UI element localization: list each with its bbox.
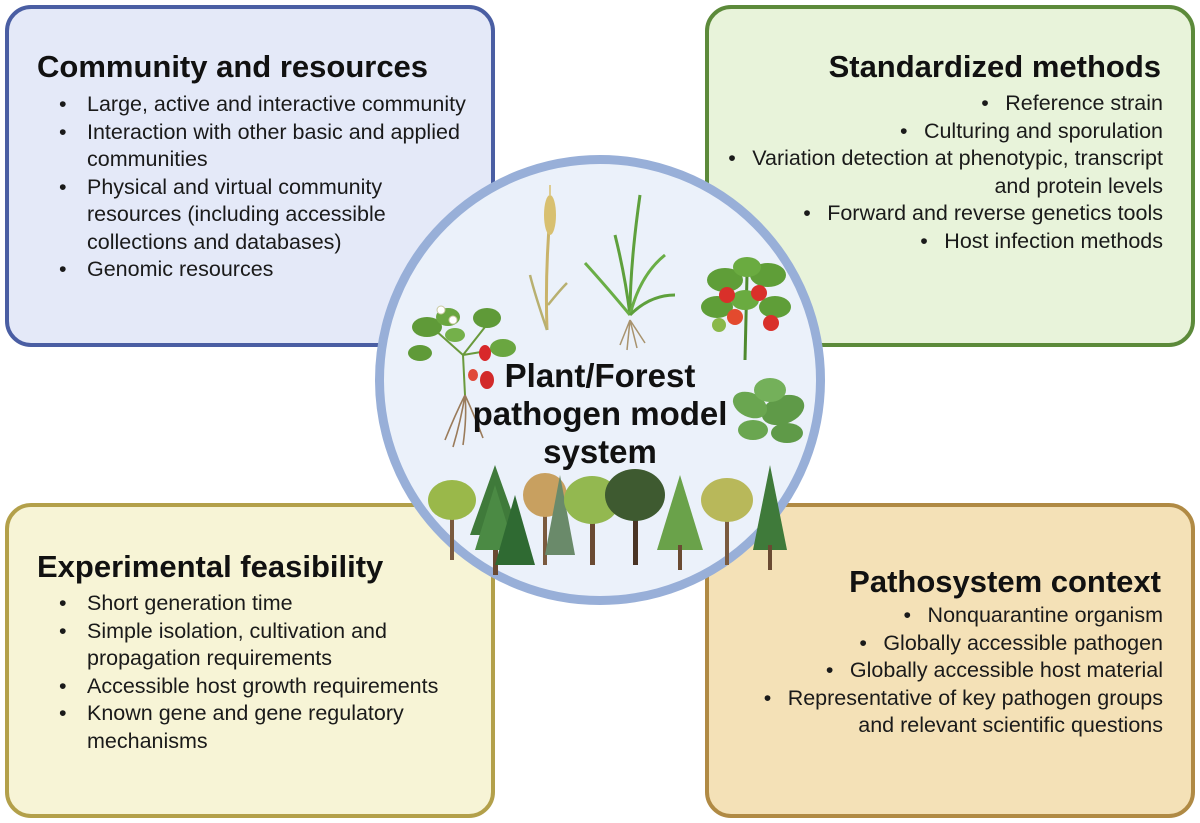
- pathosystem-context-title: Pathosystem context: [849, 564, 1161, 599]
- experimental-feasibility-list: Short generation time Simple isolation, …: [59, 590, 479, 755]
- forest-icon: [428, 465, 787, 575]
- list-item: •Nonquarantine organism: [903, 603, 1163, 627]
- list-item: Simple isolation, cultivation and propag…: [59, 618, 479, 673]
- experimental-feasibility-title: Experimental feasibility: [37, 549, 384, 584]
- list-item: •Globally accessible host material: [825, 658, 1163, 682]
- tomato-plant-icon: [701, 257, 791, 361]
- grass-icon: [583, 194, 676, 351]
- community-resources-box: Community and resources Large, active an…: [5, 5, 495, 347]
- center-circle: [375, 155, 825, 605]
- community-resources-title: Community and resources: [37, 49, 429, 84]
- list-item: •Representative of key pathogen groups a…: [763, 685, 1163, 738]
- pathosystem-context-box: Pathosystem context •Nonquarantine organ…: [705, 503, 1195, 818]
- pathosystem-context-list: •Nonquarantine organism •Globally access…: [723, 602, 1163, 740]
- strawberry-plant-icon: [408, 305, 516, 448]
- list-item: Interaction with other basic and applied…: [59, 119, 479, 174]
- seedling-icon: [732, 378, 805, 443]
- center-title: Plant/Forest pathogen model system: [472, 357, 728, 470]
- list-item: Physical and virtual community resources…: [59, 174, 479, 257]
- list-item: •Host infection methods: [920, 228, 1163, 253]
- wheat-icon: [528, 185, 568, 331]
- experimental-feasibility-box: Experimental feasibility Short generatio…: [5, 503, 495, 818]
- standardized-methods-list: •Reference strain •Culturing and sporula…: [723, 90, 1163, 255]
- list-item: •Globally accessible pathogen: [859, 630, 1163, 655]
- list-item: Large, active and interactive community: [59, 91, 479, 119]
- list-item: Genomic resources: [59, 256, 479, 284]
- list-item: •Culturing and sporulation: [899, 118, 1163, 143]
- community-resources-list: Large, active and interactive community …: [59, 91, 479, 284]
- list-item: •Variation detection at phenotypic, tran…: [728, 146, 1163, 198]
- list-item: Short generation time: [59, 590, 479, 618]
- list-item: Known gene and gene regulatory mechanism…: [59, 700, 479, 755]
- list-item: •Forward and reverse genetics tools: [803, 201, 1163, 225]
- list-item: •Reference strain: [981, 91, 1163, 115]
- standardized-methods-title: Standardized methods: [828, 49, 1161, 84]
- plant-illustrations: [408, 185, 805, 575]
- list-item: Accessible host growth requirements: [59, 673, 479, 701]
